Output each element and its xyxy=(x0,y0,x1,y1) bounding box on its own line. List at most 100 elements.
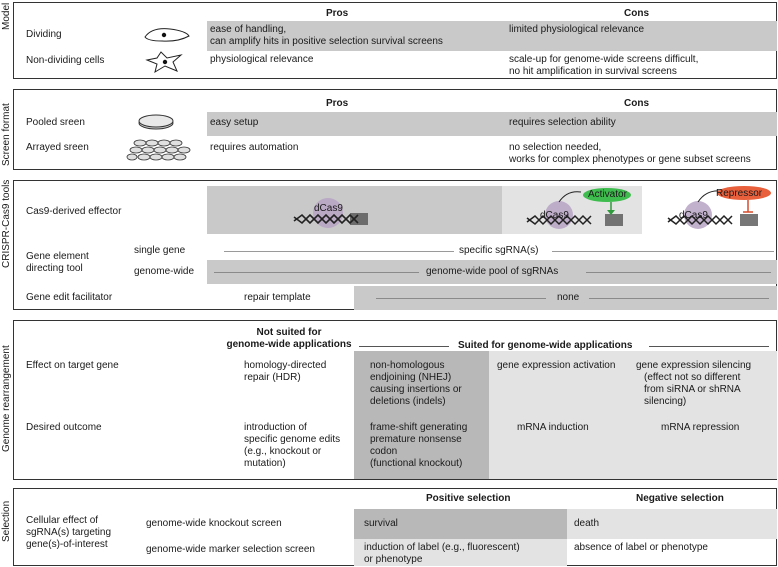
repair-template-value: repair template xyxy=(244,292,311,303)
outcome-knockout-4: (functional knockout) xyxy=(370,458,463,469)
screen-row-arrayed-label: Arrayed sreen xyxy=(26,142,89,153)
effect-label: Effect on target gene xyxy=(26,360,119,371)
activator-label: Activator xyxy=(588,189,627,200)
screen-row-pooled-cons: requires selection ability xyxy=(509,117,616,128)
repressor-label: Repressor xyxy=(716,188,763,199)
positive-marker-band xyxy=(354,539,567,566)
effect-silencing-2: (effect not so different xyxy=(644,372,741,383)
single-gene-line-right xyxy=(552,251,774,252)
crispr-section-label: CRISPR-Cas9 tools xyxy=(1,179,12,268)
effect-silencing-3: from siRNA or shRNA xyxy=(644,384,741,395)
model-row-dividing-label: Dividing xyxy=(26,29,62,40)
effect-silencing-1: gene expression silencing xyxy=(636,360,752,371)
genome-section-label: Genome rearrangement xyxy=(1,345,12,452)
selection-left-3: gene(s)-of-interest xyxy=(26,539,108,550)
negative-ko-band xyxy=(567,509,777,539)
facilitator-label: Gene edit facilitator xyxy=(26,292,113,303)
ko-screen-label: genome-wide knockout screen xyxy=(146,518,282,529)
model-row-nondividing-label: Non-dividing cells xyxy=(26,55,105,66)
genome-wide-line-left xyxy=(214,272,419,273)
outcome-edits-1: introduction of xyxy=(244,422,307,433)
model-cons-header: Cons xyxy=(624,8,649,19)
crispr-panel: Cas9-derived effector dCas9 Activator dC… xyxy=(13,180,777,310)
effect-silencing-4: silencing) xyxy=(644,396,687,407)
outcome-knockout-1: frame-shift generating xyxy=(370,422,468,433)
outcome-edits-3: (e.g., knockout or xyxy=(244,446,322,457)
not-suited-header-2: genome-wide applications xyxy=(226,339,352,350)
screen-row-arrayed-cons-2: works for complex phenotypes or gene sub… xyxy=(509,154,751,165)
selection-section-label: Selection xyxy=(1,500,12,542)
model-row-nondividing-cons-1: scale-up for genome-wide screens difficu… xyxy=(509,54,699,65)
marker-screen-positive-1: induction of label (e.g., fluorescent) xyxy=(364,542,520,553)
genome-wide-value: genome-wide pool of sgRNAs xyxy=(426,266,559,277)
model-row-nondividing-pros-1: physiological relevance xyxy=(210,54,314,65)
non-dividing-cell-icon xyxy=(145,51,183,74)
model-panel: Pros Cons Dividing ease of handling, can… xyxy=(13,2,777,79)
screen-row-pooled-band xyxy=(207,112,777,136)
screen-row-arrayed-cons-1: no selection needed, xyxy=(509,142,602,153)
suited-header: Suited for genome-wide applications xyxy=(458,340,633,351)
single-gene-value: specific sgRNA(s) xyxy=(459,245,539,256)
selection-left-2: sgRNA(s) targeting xyxy=(26,527,112,538)
not-suited-header-1: Not suited for xyxy=(256,327,322,338)
genome-wide-line-right xyxy=(586,272,771,273)
positive-ko-band xyxy=(354,509,567,539)
selection-panel: Positive selection Negative selection Ce… xyxy=(13,488,777,566)
genome-panel: Not suited for genome-wide applications … xyxy=(13,320,777,480)
genome-wide-label: genome-wide xyxy=(134,266,195,277)
suited-line-right xyxy=(649,346,769,347)
effect-activation: gene expression activation xyxy=(497,360,616,371)
marker-screen-negative: absence of label or phenotype xyxy=(574,542,708,553)
effector-cas9-band xyxy=(207,186,502,234)
effect-nhej-4: deletions (indels) xyxy=(370,396,446,407)
model-row-dividing-pros-2: can amplify hits in positive selection s… xyxy=(210,36,443,47)
outcome-edits-2: specific genome edits xyxy=(244,434,341,445)
outcome-knockout-3: codon xyxy=(370,446,398,457)
activator-icon xyxy=(526,188,631,229)
screen-pros-header: Pros xyxy=(326,98,349,109)
screen-row-arrayed-pros: requires automation xyxy=(210,142,299,153)
dcas9-dna-icon xyxy=(293,198,368,228)
none-line-right xyxy=(589,298,769,299)
selection-left-1: Cellular effect of xyxy=(26,515,99,526)
crispra-crispri-band xyxy=(489,351,777,479)
effect-hdr-2: repair (HDR) xyxy=(244,372,301,383)
screen-format-section-label: Screen format xyxy=(1,103,12,166)
dividing-cell-icon xyxy=(144,28,190,42)
dcas9-label-2: dCas9 xyxy=(540,210,569,221)
screen-cons-header: Cons xyxy=(624,98,649,109)
outcome-repression: mRNA repression xyxy=(661,422,740,433)
petri-dish-icon xyxy=(138,114,174,130)
outcome-label: Desired outcome xyxy=(26,422,102,433)
dcas9-label-3: dCas9 xyxy=(679,210,708,221)
model-row-dividing-band xyxy=(207,21,777,51)
none-line-left xyxy=(376,298,546,299)
suited-line-left xyxy=(359,346,449,347)
positive-selection-header: Positive selection xyxy=(426,493,511,504)
ko-screen-negative: death xyxy=(574,518,600,529)
effect-nhej-3: causing insertions or xyxy=(370,384,462,395)
outcome-induction: mRNA induction xyxy=(517,422,589,433)
repressor-icon xyxy=(667,186,771,229)
model-section-label: Model xyxy=(1,2,12,30)
effect-nhej-2: endjoining (NHEJ) xyxy=(370,372,452,383)
outcome-knockout-2: premature nonsense xyxy=(370,434,462,445)
model-row-dividing-pros-1: ease of handling, xyxy=(210,24,287,35)
screen-row-pooled-pros: easy setup xyxy=(210,117,259,128)
none-value: none xyxy=(557,292,580,303)
multiwell-plate-icon xyxy=(126,139,191,161)
marker-screen-label: genome-wide marker selection screen xyxy=(146,544,315,555)
model-row-nondividing-cons-2: no hit amplification in survival screens xyxy=(509,66,677,77)
model-pros-header: Pros xyxy=(326,8,349,19)
dcas9-label-1: dCas9 xyxy=(314,203,343,214)
effect-hdr-1: homology-directed xyxy=(244,360,327,371)
single-gene-line-left xyxy=(224,251,454,252)
effect-nhej-1: non-homologous xyxy=(370,360,445,371)
marker-screen-positive-2: or phenotype xyxy=(364,554,423,565)
effector-label: Cas9-derived effector xyxy=(26,206,122,217)
screen-format-panel: Pros Cons Pooled sreen easy setup requir… xyxy=(13,89,777,170)
ko-screen-positive: survival xyxy=(364,518,398,529)
outcome-edits-4: mutation) xyxy=(244,458,286,469)
negative-selection-header: Negative selection xyxy=(636,493,724,504)
single-gene-label: single gene xyxy=(134,245,186,256)
